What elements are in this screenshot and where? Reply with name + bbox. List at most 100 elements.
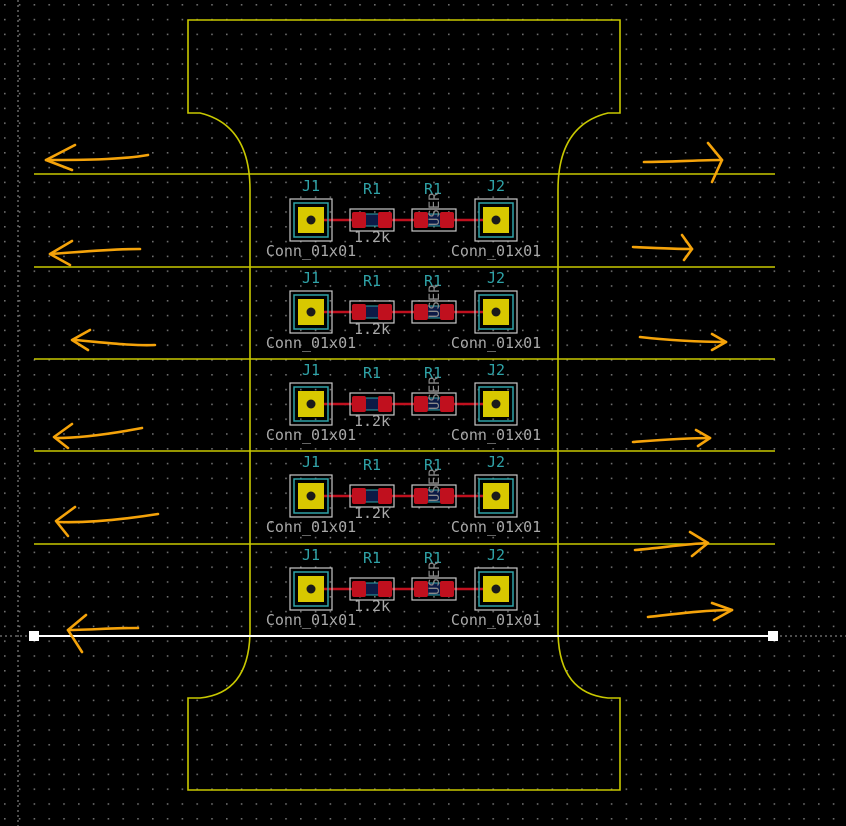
- panel-lines: [34, 173, 775, 545]
- j2-reference[interactable]: J2: [487, 177, 505, 195]
- j1-courtyard: [289, 290, 333, 334]
- r1-body: [363, 213, 381, 227]
- j1-reference[interactable]: J1: [302, 177, 320, 195]
- r1-reference[interactable]: R1: [363, 456, 381, 474]
- r-ghost-reference: R1: [424, 549, 442, 567]
- r-ghost-reference: R1: [424, 272, 442, 290]
- j2-courtyard: [474, 567, 518, 611]
- j1-drill: [306, 584, 316, 594]
- r1-pad-1[interactable]: [352, 304, 366, 320]
- r1-courtyard: [349, 484, 395, 508]
- r1-pad-2[interactable]: [378, 396, 392, 412]
- selected-line[interactable]: [29, 631, 778, 641]
- r2-pad-1[interactable]: [414, 488, 428, 504]
- r1-reference[interactable]: R1: [363, 364, 381, 382]
- j1-value: Conn_01x01: [266, 611, 356, 629]
- j1-courtyard: [289, 567, 333, 611]
- r1-body: [363, 397, 381, 411]
- r2-pad-2[interactable]: [440, 488, 454, 504]
- j1-reference[interactable]: J1: [302, 546, 320, 564]
- board-outline[interactable]: [187, 19, 621, 791]
- r1-pad-1[interactable]: [352, 581, 366, 597]
- j2-drill: [491, 584, 501, 594]
- arrow-right-icon: [631, 428, 712, 448]
- r1-pad-2[interactable]: [378, 581, 392, 597]
- r1-courtyard: [349, 208, 395, 232]
- arrow-right-icon: [642, 141, 724, 184]
- j1-drill: [306, 215, 316, 225]
- j1-reference[interactable]: J1: [302, 453, 320, 471]
- j1-value: Conn_01x01: [266, 334, 356, 352]
- j1-reference[interactable]: J1: [302, 361, 320, 379]
- j1-courtyard: [289, 382, 333, 426]
- r1-value: 1.2k: [354, 504, 390, 522]
- r-vertical-label: USER: [427, 192, 443, 226]
- r1-reference[interactable]: R1: [363, 180, 381, 198]
- j2-reference[interactable]: J2: [487, 453, 505, 471]
- j2-value: Conn_01x01: [451, 334, 541, 352]
- r2-courtyard: [411, 392, 457, 416]
- j1-reference[interactable]: J1: [302, 269, 320, 287]
- r1-courtyard: [349, 577, 395, 601]
- j2-fab: [478, 571, 514, 607]
- r1-reference[interactable]: R1: [363, 272, 381, 290]
- j1-value: Conn_01x01: [266, 242, 356, 260]
- r2-pad-2[interactable]: [440, 304, 454, 320]
- j2-courtyard: [474, 290, 518, 334]
- r2-pad-1[interactable]: [414, 212, 428, 228]
- r1-pad-2[interactable]: [378, 488, 392, 504]
- j2-value: Conn_01x01: [451, 242, 541, 260]
- arrow-left-icon: [48, 239, 142, 267]
- r-vertical-label: USER: [427, 468, 443, 502]
- selection-handle-left[interactable]: [29, 631, 39, 641]
- r-ghost-reference: R1: [424, 364, 442, 382]
- r1-courtyard: [349, 300, 395, 324]
- r1-body: [363, 582, 381, 596]
- j2-value: Conn_01x01: [451, 518, 541, 536]
- r1-pad-2[interactable]: [378, 304, 392, 320]
- r1-pad-1[interactable]: [352, 212, 366, 228]
- j2-reference[interactable]: J2: [487, 269, 505, 287]
- j2-value: Conn_01x01: [451, 611, 541, 629]
- j1-fab: [293, 294, 329, 330]
- arrow-left-icon: [44, 143, 150, 172]
- arrow-left-icon: [54, 505, 160, 538]
- r1-courtyard: [349, 392, 395, 416]
- r2-courtyard: [411, 300, 457, 324]
- r2-pad-1[interactable]: [414, 581, 428, 597]
- j1-drill: [306, 491, 316, 501]
- j2-fab: [478, 202, 514, 238]
- r1-reference[interactable]: R1: [363, 549, 381, 567]
- r2-pad-2[interactable]: [440, 212, 454, 228]
- r1-pad-1[interactable]: [352, 488, 366, 504]
- r2-pad-2[interactable]: [440, 581, 454, 597]
- r1-value: 1.2k: [354, 597, 390, 615]
- r-vertical-label: USER: [427, 376, 443, 410]
- j1-courtyard: [289, 198, 333, 242]
- arrow-left-icon: [66, 613, 140, 654]
- r2-pad-1[interactable]: [414, 396, 428, 412]
- arrow-right-icon: [646, 601, 734, 622]
- j2-courtyard: [474, 474, 518, 518]
- j2-reference[interactable]: J2: [487, 546, 505, 564]
- r1-pad-2[interactable]: [378, 212, 392, 228]
- selection-handle-right[interactable]: [768, 631, 778, 641]
- j2-reference[interactable]: J2: [487, 361, 505, 379]
- r2-pad-1[interactable]: [414, 304, 428, 320]
- r2-courtyard: [411, 208, 457, 232]
- r1-value: 1.2k: [354, 320, 390, 338]
- j1-fab: [293, 202, 329, 238]
- r-ghost-reference: R1: [424, 180, 442, 198]
- r1-pad-1[interactable]: [352, 396, 366, 412]
- r2-pad-2[interactable]: [440, 396, 454, 412]
- j2-drill: [491, 491, 501, 501]
- j1-courtyard: [289, 474, 333, 518]
- j2-fab: [478, 478, 514, 514]
- j2-drill: [491, 307, 501, 317]
